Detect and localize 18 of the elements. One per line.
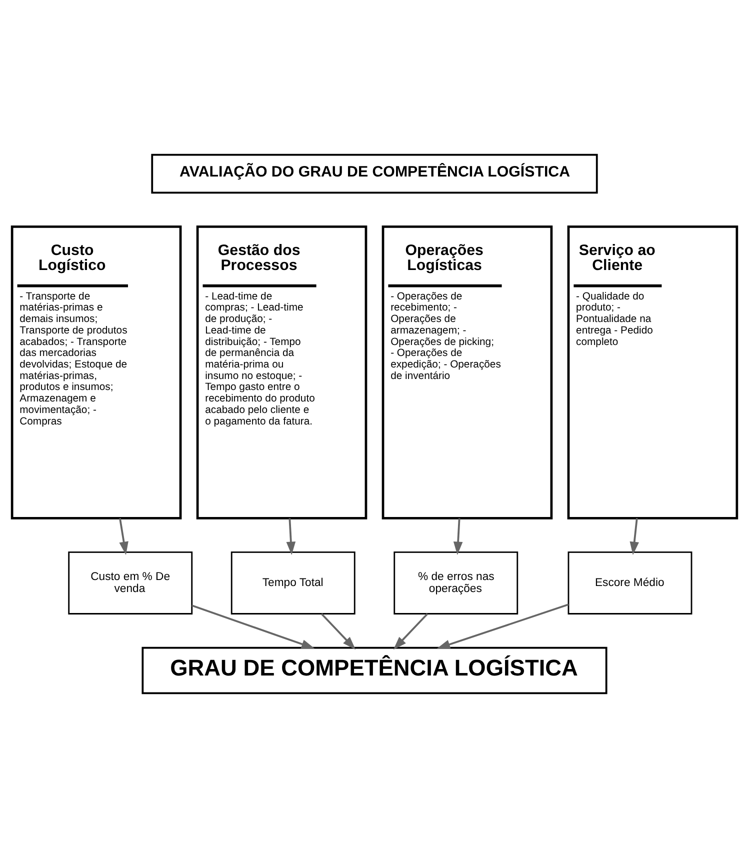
arrow — [436, 603, 569, 648]
node-box: Gestão dos Processos - Lead-time de compras; - Lead-time de produção; - Lead-time de distribuição; - Tempo de permanência da matéria-prima ou insumo no estoque; - Tempo gasto entre o recebimento do produto acabado pelo cliente e o pagamento da fatura. — [196, 225, 368, 519]
arrow — [119, 518, 128, 554]
node-box: GRAU DE COMPETÊNCIA LOGÍSTICA — [142, 646, 608, 694]
node-box: Tempo Total — [230, 551, 356, 614]
arrow — [286, 518, 296, 555]
arrow — [192, 604, 315, 648]
node-box: Operações Logísticas - Operações de recebimento; - Operações de armazenagem; - Operações de picking; - Operações de expedição; - Operações de inventário — [382, 225, 553, 519]
arrow — [630, 518, 639, 555]
arrow — [393, 612, 428, 650]
node-box: % de erros nas operações — [394, 551, 518, 614]
node-box: AVALIAÇÃO DO GRAU DE COMPETÊNCIA LOGÍSTICA — [151, 153, 598, 194]
node-box: Serviço ao Cliente - Qualidade do produto; - Pontualidade na entrega - Pedido completo — [567, 225, 738, 519]
arrow — [320, 612, 356, 650]
node-box: Escore Médio — [568, 551, 692, 614]
arrow — [453, 518, 463, 555]
node-box: Custo em % De venda — [68, 551, 193, 614]
node-box: Custo Logístico - Transporte de matérias-primas e demais insumos; Transporte de produtos acabados; - Transporte das mercadorias devolvidas; Estoque de matérias-primas, produtos e insumos; Armazenagem e movimentação; - Compras — [10, 225, 182, 519]
